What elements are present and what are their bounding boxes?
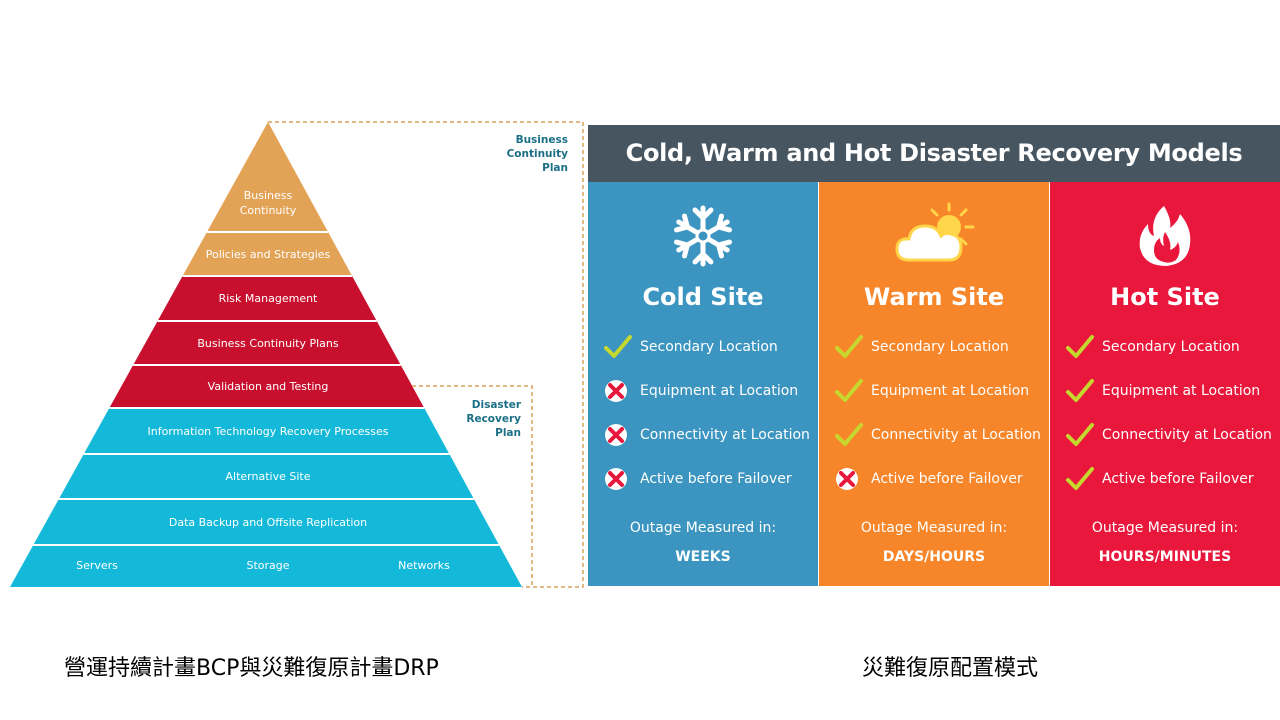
pyramid-diagram	[10, 121, 584, 588]
outage-value: DAYS/HOURS	[882, 549, 986, 565]
pyramid-layer-label: Risk Management	[218, 292, 318, 305]
caption-right: 災難復原配置模式	[862, 656, 1039, 681]
pyramid-layer	[33, 499, 500, 545]
pyramid-layer-label: Alternative Site	[225, 470, 311, 483]
pyramid-layer	[157, 276, 377, 321]
pyramid-layer-label: Business Continuity Plans	[197, 336, 339, 350]
feature-row: Equipment at Location	[602, 377, 798, 405]
column-title: Cold Site	[642, 283, 764, 311]
feature-row: Secondary Location	[833, 333, 1009, 361]
feature-label: Active before Failover	[640, 471, 792, 487]
bcp-bracket	[268, 121, 584, 588]
outage-label: Outage Measured in:	[629, 520, 777, 536]
pyramid-layer	[109, 365, 425, 408]
feature-row: Secondary Location	[602, 333, 778, 361]
feature-row: Equipment at Location	[833, 377, 1029, 405]
feature-row: Connectivity at Location	[602, 421, 810, 449]
pyramid-dividers	[33, 231, 500, 546]
outage-label: Outage Measured in:	[1091, 520, 1239, 536]
checkmark-icon	[833, 333, 865, 361]
checkmark-icon	[833, 377, 865, 405]
pyramid-layer	[182, 232, 353, 276]
snowflake-icon	[658, 202, 748, 270]
checkmark-icon	[1064, 333, 1096, 361]
feature-row: Connectivity at Location	[1064, 421, 1272, 449]
feature-row: Active before Failover	[833, 465, 1023, 493]
pyramid-layer	[133, 321, 401, 365]
pyramid-layer	[58, 454, 474, 499]
feature-row: Active before Failover	[1064, 465, 1254, 493]
pyramid-layer-label: Validation and Testing	[207, 380, 329, 393]
models-title: Cold, Warm and Hot Disaster Recovery Mod…	[588, 125, 1280, 182]
cross-icon	[602, 421, 634, 449]
outage-value: WEEKS	[675, 549, 731, 565]
pyramid-layer	[206, 122, 329, 232]
feature-label: Connectivity at Location	[871, 427, 1041, 443]
flame-icon	[1120, 202, 1210, 270]
checkmark-icon	[1064, 421, 1096, 449]
pyramid-layer-label: Information Technology Recovery Processe…	[147, 424, 389, 438]
feature-label: Equipment at Location	[871, 383, 1030, 399]
feature-label: Secondary Location	[1102, 339, 1240, 355]
feature-label: Equipment at Location	[1102, 383, 1261, 399]
pyramid-layer	[83, 408, 450, 454]
sun-cloud-icon	[889, 202, 979, 270]
feature-label: Connectivity at Location	[1102, 427, 1272, 443]
pyramid-layer-label: Policies and Strategies	[205, 247, 331, 261]
checkmark-icon	[602, 333, 634, 361]
pyramid-layer	[10, 545, 522, 587]
recovery-models-panel: Cold, Warm and Hot Disaster Recovery Mod…	[588, 125, 1280, 586]
outage-value: HOURS/MINUTES	[1098, 549, 1232, 565]
feature-row: Active before Failover	[602, 465, 792, 493]
checkmark-icon	[833, 421, 865, 449]
feature-label: Secondary Location	[640, 339, 778, 355]
column-title: Hot Site	[1110, 283, 1220, 311]
feature-label: Active before Failover	[871, 471, 1023, 487]
caption-left: 營運持續計畫BCP與災難復原計畫DRP	[64, 656, 439, 681]
feature-label: Equipment at Location	[640, 383, 799, 399]
cross-icon	[602, 465, 634, 493]
feature-row: Connectivity at Location	[833, 421, 1041, 449]
feature-row: Secondary Location	[1064, 333, 1240, 361]
drp-bracket	[412, 385, 533, 587]
column-title: Warm Site	[863, 283, 1005, 311]
pyramid-layers	[10, 122, 522, 587]
pyramid-layer-label: Data Backup and Offsite Replication	[168, 515, 368, 529]
feature-label: Active before Failover	[1102, 471, 1254, 487]
pyramid-base-item: Servers	[76, 559, 118, 572]
cross-icon	[833, 465, 865, 493]
checkmark-icon	[1064, 377, 1096, 405]
cross-icon	[602, 377, 634, 405]
pyramid-base-item: Networks	[398, 559, 450, 572]
pyramid-base-item: Storage	[246, 559, 290, 572]
feature-label: Secondary Location	[871, 339, 1009, 355]
outage-label: Outage Measured in:	[860, 520, 1008, 536]
checkmark-icon	[1064, 465, 1096, 493]
feature-row: Equipment at Location	[1064, 377, 1260, 405]
feature-label: Connectivity at Location	[640, 427, 810, 443]
